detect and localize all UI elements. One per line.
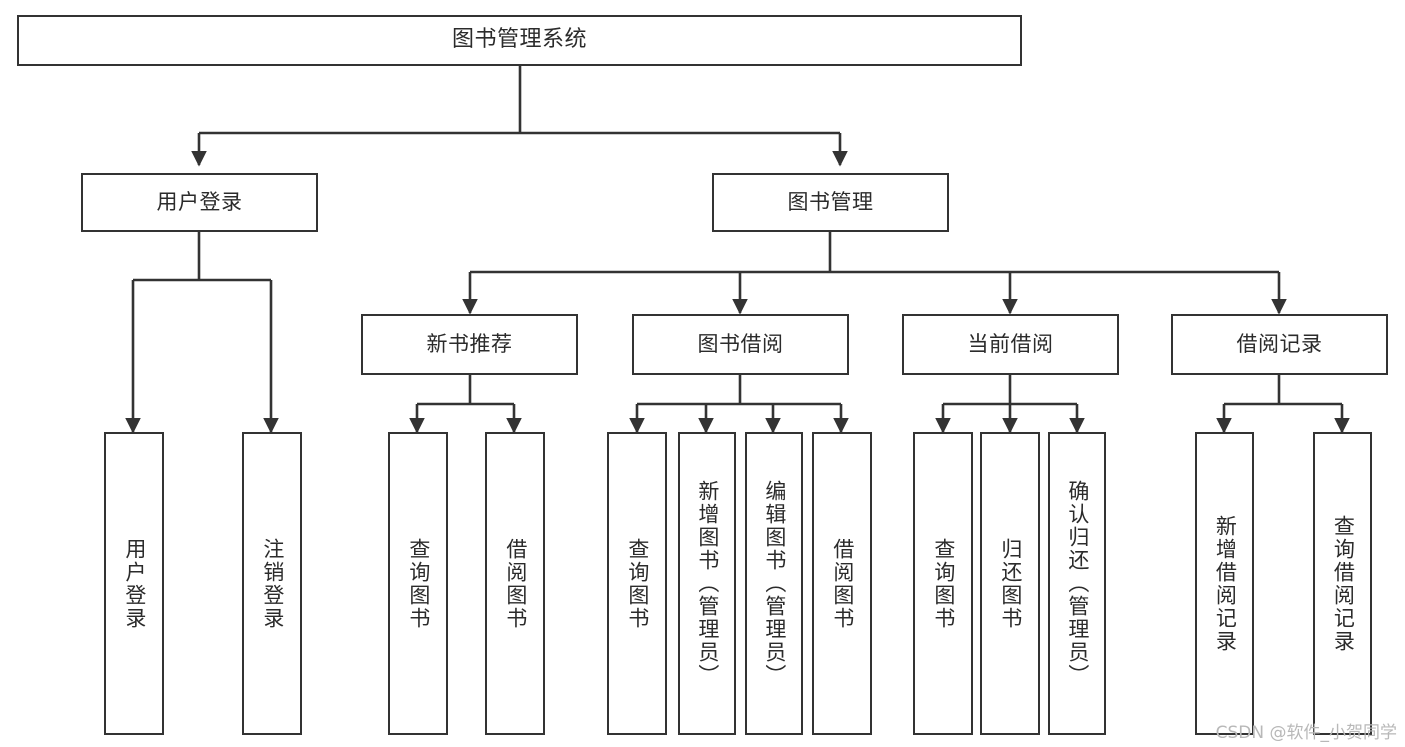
- node-label: 归还图书: [998, 537, 1023, 630]
- node-label: 注销登录: [260, 537, 285, 630]
- leaf-user-login[interactable]: 用户登录: [104, 432, 164, 735]
- node-label: 查询图书: [931, 537, 956, 630]
- leaf-add-borrow-record[interactable]: 新增借阅记录: [1195, 432, 1254, 735]
- node-label: 图书管理系统: [451, 27, 587, 53]
- node-label: 用户登录: [122, 537, 147, 630]
- node-label: 查询借阅记录: [1331, 514, 1356, 653]
- node-label: 查询图书: [625, 537, 650, 630]
- node-label: 当前借阅: [967, 331, 1054, 356]
- node-borrow-records[interactable]: 借阅记录: [1171, 314, 1388, 375]
- node-new-book-recommend[interactable]: 新书推荐: [361, 314, 578, 375]
- node-label: 新增图书（管理员）: [695, 480, 720, 687]
- node-current-borrow[interactable]: 当前借阅: [902, 314, 1119, 375]
- leaf-borrow-book-recommend[interactable]: 借阅图书: [485, 432, 545, 735]
- leaf-query-book-current[interactable]: 查询图书: [913, 432, 973, 735]
- node-label: 借阅记录: [1236, 331, 1323, 356]
- node-root-system[interactable]: 图书管理系统: [17, 15, 1022, 66]
- node-label: 新书推荐: [426, 331, 513, 356]
- node-label: 新增借阅记录: [1213, 514, 1238, 653]
- node-label: 借阅图书: [503, 537, 528, 630]
- leaf-logout[interactable]: 注销登录: [242, 432, 302, 735]
- node-user-login[interactable]: 用户登录: [81, 173, 318, 232]
- csdn-watermark: CSDN @软件_小贺同学: [1215, 723, 1397, 743]
- node-label: 用户登录: [156, 189, 243, 214]
- node-label: 借阅图书: [830, 537, 855, 630]
- node-book-management[interactable]: 图书管理: [712, 173, 949, 232]
- leaf-edit-book-admin[interactable]: 编辑图书（管理员）: [745, 432, 803, 735]
- node-label: 确认归还（管理员）: [1065, 480, 1090, 687]
- leaf-confirm-return-admin[interactable]: 确认归还（管理员）: [1048, 432, 1106, 735]
- node-label: 编辑图书（管理员）: [762, 480, 787, 687]
- node-label: 图书管理: [787, 189, 874, 214]
- leaf-query-book-recommend[interactable]: 查询图书: [388, 432, 448, 735]
- leaf-borrow-book[interactable]: 借阅图书: [812, 432, 872, 735]
- leaf-query-book-borrow[interactable]: 查询图书: [607, 432, 667, 735]
- node-label: 图书借阅: [697, 331, 784, 356]
- leaf-return-book[interactable]: 归还图书: [980, 432, 1040, 735]
- node-book-borrow[interactable]: 图书借阅: [632, 314, 849, 375]
- leaf-add-book-admin[interactable]: 新增图书（管理员）: [678, 432, 736, 735]
- leaf-query-borrow-record[interactable]: 查询借阅记录: [1313, 432, 1372, 735]
- node-label: 查询图书: [406, 537, 431, 630]
